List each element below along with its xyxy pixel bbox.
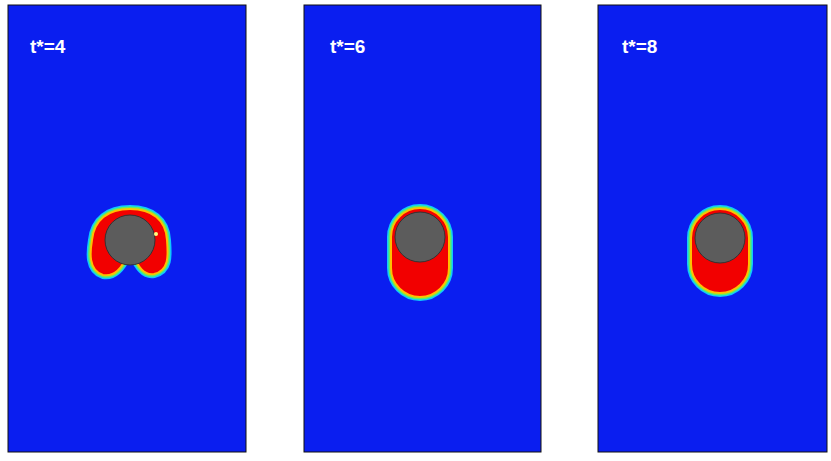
panel [304,5,541,452]
droplet [691,209,749,293]
panel [8,5,246,452]
time-label: t*=4 [30,37,65,56]
fluid-domain [598,5,827,452]
panel [598,5,827,452]
time-label: t*=6 [330,37,365,56]
droplet [91,209,168,275]
droplet [391,208,449,297]
particle [695,213,745,263]
fluid-domain [304,5,541,452]
particle [395,212,445,262]
spot [154,232,158,236]
particle [105,215,155,265]
time-label: t*=8 [622,37,657,56]
fluid-domain [8,5,246,452]
